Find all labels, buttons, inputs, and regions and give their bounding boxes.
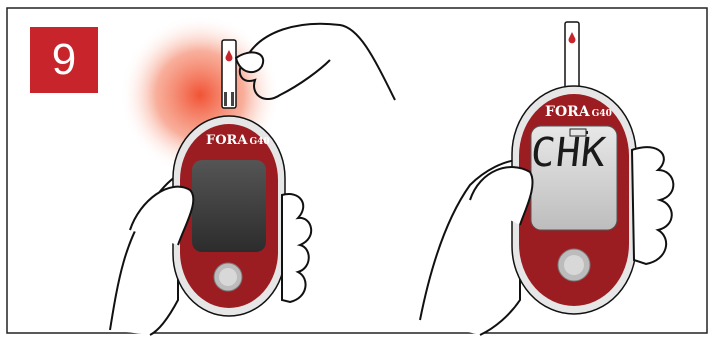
right-meter-scene [420,22,673,335]
step-number-badge: 9 [30,27,98,93]
left-fingers [282,194,311,302]
meter-screen-left [192,160,266,252]
test-strip-icon [222,40,236,108]
brand-name: FORA [206,133,247,148]
model-name: G40 [592,109,612,119]
model-name: G40 [249,137,269,147]
brand-name: FORA [545,104,590,120]
meter-display-text: CHK [529,130,609,176]
right-fingers [632,147,673,264]
